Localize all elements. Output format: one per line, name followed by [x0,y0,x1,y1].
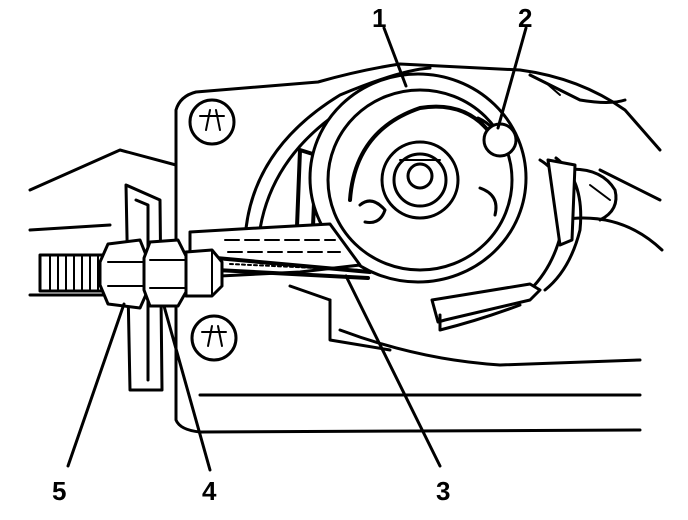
nut-5 [98,238,150,310]
leader-lines [66,26,528,472]
callout-1: 1 [372,3,386,33]
screw-top [188,98,236,146]
callout-5: 5 [52,476,66,506]
pin [482,122,518,158]
nut-4 [142,238,188,308]
sector-plate [430,282,542,332]
callout-2: 2 [518,3,532,33]
cam-drum [308,72,528,284]
housing [28,62,664,434]
callout-4: 4 [202,476,217,506]
callout-3: 3 [436,476,450,506]
screw-bottom [190,314,238,362]
sleeve [184,248,224,298]
